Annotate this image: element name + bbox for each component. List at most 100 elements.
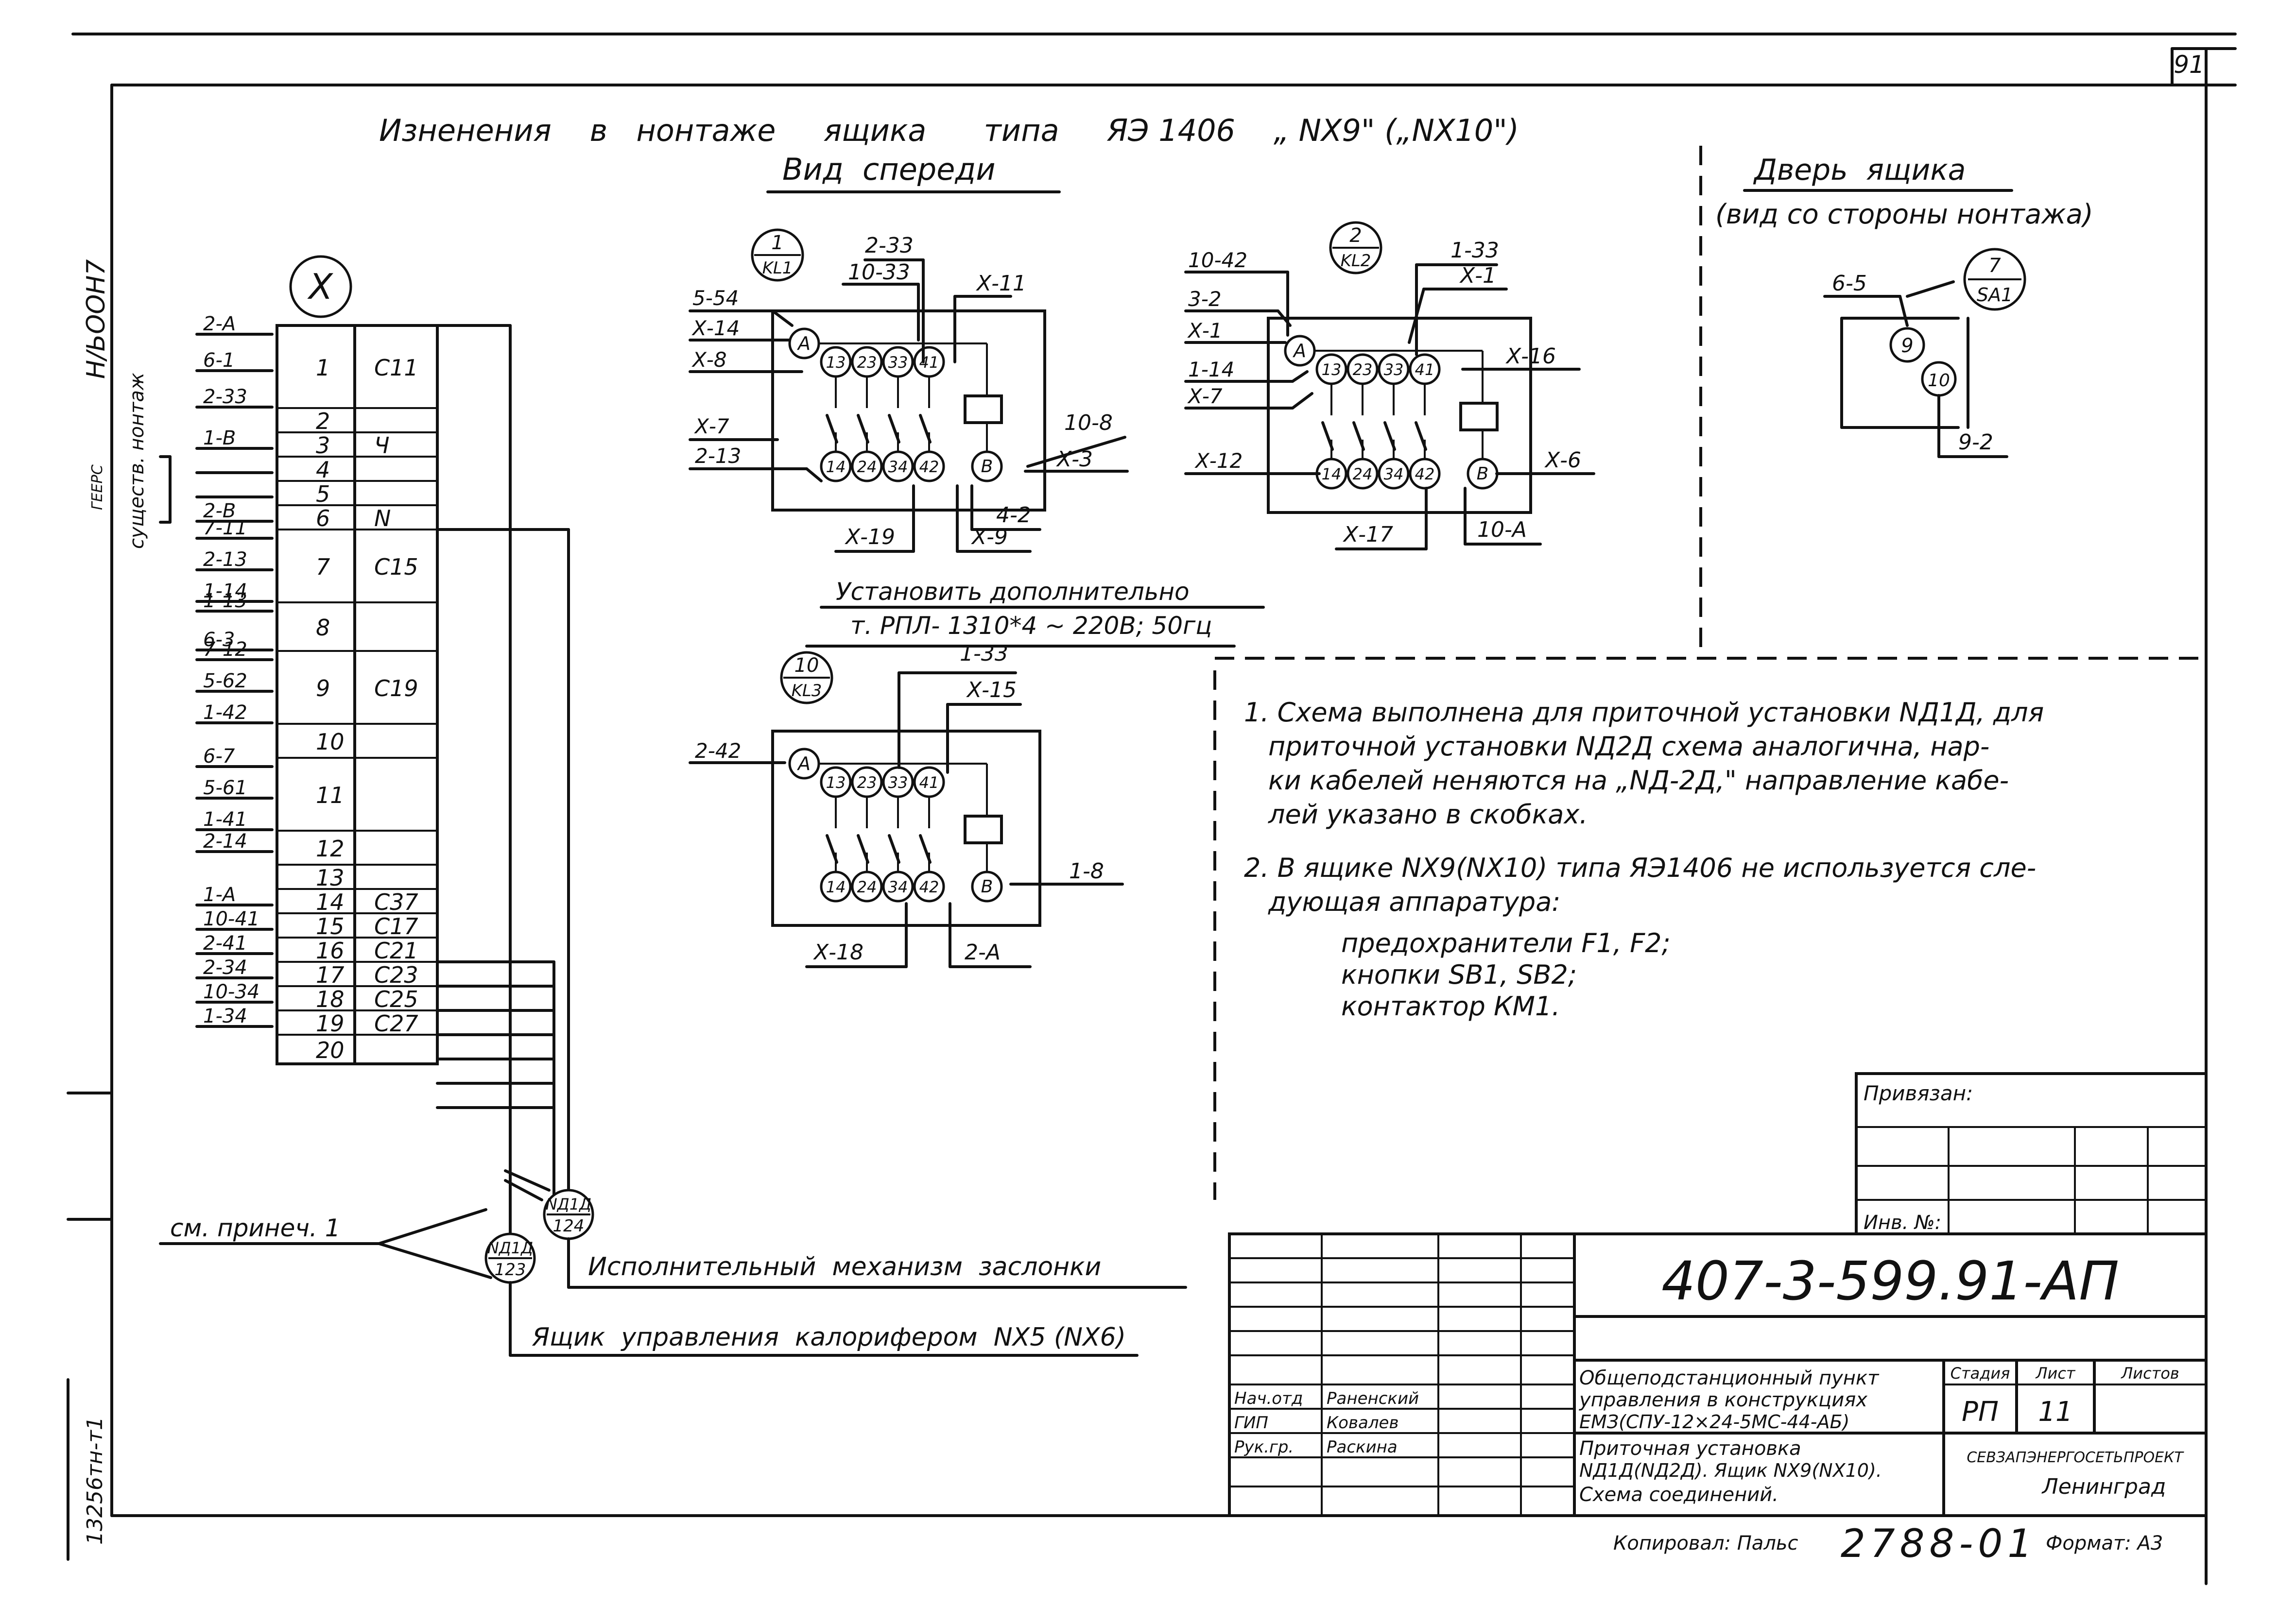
terminal-wire-label: 2-33: [203, 386, 247, 408]
terminal-wire-label: 5-61: [203, 777, 247, 799]
relay-box: [771, 309, 1046, 512]
relay-wire-label: 1-14: [1188, 358, 1234, 381]
terminal-number: 11: [316, 782, 345, 808]
terminal-wire-label: 1-14: [203, 580, 247, 602]
relay-wire-label: Х-7: [694, 414, 729, 438]
wire-line: [1291, 392, 1313, 410]
contact-label: 14: [1322, 465, 1342, 483]
cable-line1-label: Исполнительный механизм заслонки: [588, 1252, 1101, 1281]
cable-note-ref: см. принеч. 1: [170, 1214, 341, 1242]
stamp-bound-label: Привязан:: [1864, 1081, 1973, 1105]
door-terminal-9: 9: [1901, 335, 1913, 357]
relay-wire-label: Х-7: [1187, 384, 1223, 408]
terminal-number: 6: [316, 505, 330, 531]
terminal-number: 10: [316, 729, 345, 755]
terminal-wire-label: 1-41: [203, 808, 247, 831]
contact-terminal: [851, 450, 883, 482]
relay-wire-label: Х-1: [1459, 263, 1496, 288]
cable-124-top: NД1Д: [546, 1195, 591, 1213]
stamp-sheet: 11: [2038, 1396, 2072, 1428]
relay-wire-label: 1-8: [1069, 859, 1104, 884]
margin-top-label: Н/ЬООН7: [82, 259, 111, 379]
note-line: лей указано в скобках.: [1268, 799, 1588, 830]
contact-terminal: [1378, 458, 1410, 490]
relay-wire-label: 1-33: [1450, 238, 1499, 263]
drawing-title: Изненения в нонтаже ящика типа ЯЭ 1406 „…: [379, 113, 1519, 148]
contact-label: 24: [1353, 465, 1373, 483]
wire-line: [805, 467, 823, 482]
wire-line: [1408, 288, 1425, 344]
terminal-mark: С27: [374, 1010, 418, 1037]
coil-terminal-b-label: В: [981, 457, 993, 477]
relay-tag-ref: KL2: [1341, 251, 1371, 271]
note-line: приточной установки NД2Д схема аналогичн…: [1268, 731, 1989, 762]
contact-label: 42: [1415, 465, 1435, 483]
wire-line: [1291, 370, 1309, 383]
relay-tag-num: 1: [771, 232, 783, 254]
coil-terminal-a-label: А: [796, 753, 811, 774]
terminal-wire-label: 2-А: [203, 313, 236, 335]
note-line: контактор КМ1.: [1341, 991, 1560, 1022]
terminal-number: 5: [316, 481, 330, 507]
contact-label: 23: [1353, 360, 1373, 379]
contact-label: 42: [919, 878, 939, 896]
terminal-number: 14: [316, 889, 345, 915]
terminal-number: 15: [316, 913, 345, 940]
note-line: ки кабелей неняются на „NД-2Д," направле…: [1268, 765, 2009, 796]
terminal-wire-label: 1-А: [203, 884, 236, 906]
cable-section: NД1Д 124 NД1Д 123 см. принеч. 1 Исполнит…: [159, 324, 1187, 1357]
stamp-desc5: NД1Д(NД2Д). Ящик NX9(NX10).: [1579, 1460, 1882, 1481]
relay-coil: [1459, 402, 1499, 431]
door-subtitle: (вид со стороны нонтажа): [1715, 199, 2093, 230]
contact-terminal: [820, 450, 852, 482]
stamp-h-stage: Стадия: [1951, 1364, 2010, 1383]
relay-wire-label: Х-18: [813, 940, 863, 965]
contact-label: 23: [857, 773, 877, 792]
contact-label: 13: [826, 773, 846, 792]
terminal-wire-label: 2-13: [203, 548, 247, 571]
terminal-wire-label: 1-42: [203, 701, 247, 724]
contact-label: 41: [1415, 360, 1435, 379]
relay-tag-num: 10: [794, 654, 819, 677]
door-terminal-10: 10: [1928, 371, 1950, 391]
terminal-number: 7: [316, 554, 330, 580]
coil-terminal-a-label: А: [1292, 340, 1306, 361]
stamp-org2: Ленинград: [2041, 1474, 2166, 1499]
terminal-mark: С17: [374, 913, 418, 940]
relay-wire-label: Х-3: [1056, 447, 1093, 472]
footer-number: 2788-01: [1841, 1521, 2037, 1566]
sheet-frame: [67, 33, 2237, 1585]
contact-label: 13: [826, 353, 846, 372]
note-line: предохранители F1, F2;: [1341, 928, 1671, 958]
terminal-wire-label: 2-41: [203, 932, 247, 955]
terminal-wire-label: 7-12: [203, 638, 247, 661]
contact-label: 34: [888, 878, 908, 896]
terminal-wire-label: 5-62: [203, 670, 247, 692]
stamp-h-sheet: Лист: [2035, 1364, 2075, 1383]
cable-123-top: NД1Д: [487, 1239, 533, 1257]
contact-terminal: [820, 871, 852, 903]
terminal-number: 20: [316, 1037, 345, 1063]
terminal-wire-label: 6-3: [203, 629, 235, 651]
terminal-mark: С21: [374, 938, 418, 964]
terminal-number: 3: [316, 432, 330, 459]
relay-wire-label: Х-6: [1544, 448, 1581, 473]
relay-wire-label: Х-8: [691, 348, 727, 372]
contact-label: 42: [919, 458, 939, 476]
relay-wire-label: Х-17: [1343, 522, 1393, 547]
relay-wire-label: Х-9: [971, 525, 1008, 549]
contact-label: 33: [1384, 360, 1404, 379]
terminal-wire-label: 1-В: [203, 427, 236, 449]
stamp-desc3: ЕМЗ(СПУ-12×24-5МС-44-АБ): [1579, 1411, 1849, 1433]
relay-wire-label: Х-1: [1187, 319, 1223, 342]
terminal-mark: С37: [374, 889, 418, 915]
relay-wire-label: Х-19: [845, 525, 895, 549]
terminal-mark: С25: [374, 986, 418, 1012]
door-wire-bottom: 9-2: [1958, 430, 1993, 455]
existing-mount-label: существ. нонтаж: [126, 373, 148, 549]
contact-terminal: [882, 450, 914, 482]
